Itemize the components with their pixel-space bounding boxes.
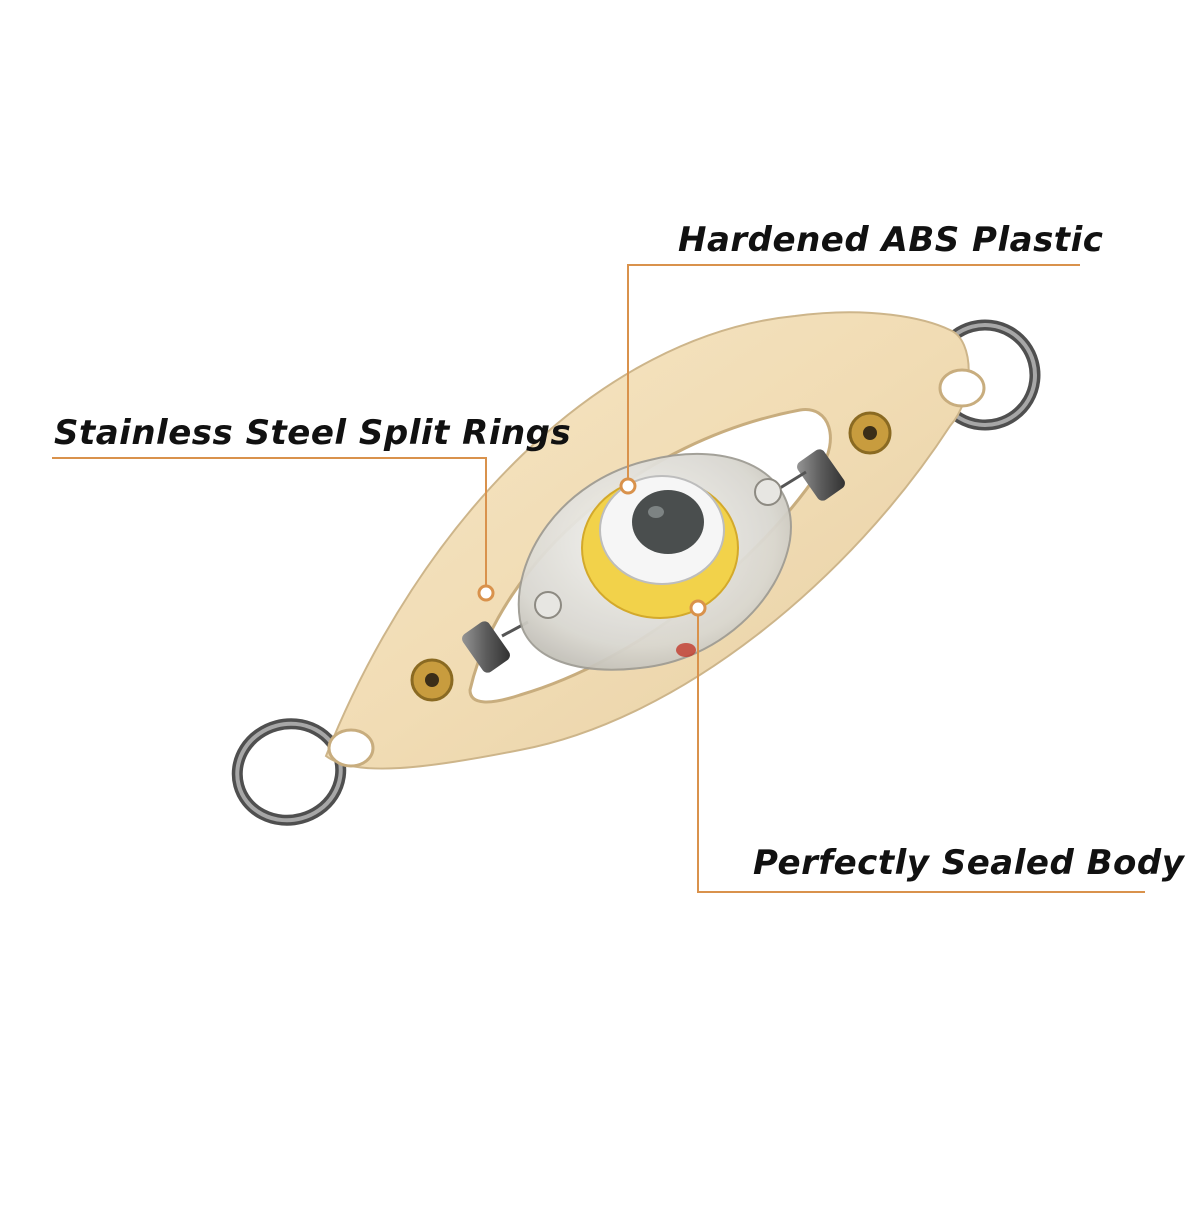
leader-line-body xyxy=(689,599,1145,893)
callout-sealed-body: Perfectly Sealed Body xyxy=(753,843,1185,883)
swivel-right xyxy=(779,449,845,501)
leader-line-rings xyxy=(52,457,495,602)
leader-line-abs xyxy=(619,264,1080,495)
led-eye-body xyxy=(517,452,792,671)
split-ring-left xyxy=(231,718,347,826)
callout-abs-plastic: Hardened ABS Plastic xyxy=(678,220,1104,260)
callout-split-rings: Stainless Steel Split Rings xyxy=(54,413,572,453)
brass-eyelet-right xyxy=(848,411,892,455)
brass-eyelet-left xyxy=(410,658,454,702)
